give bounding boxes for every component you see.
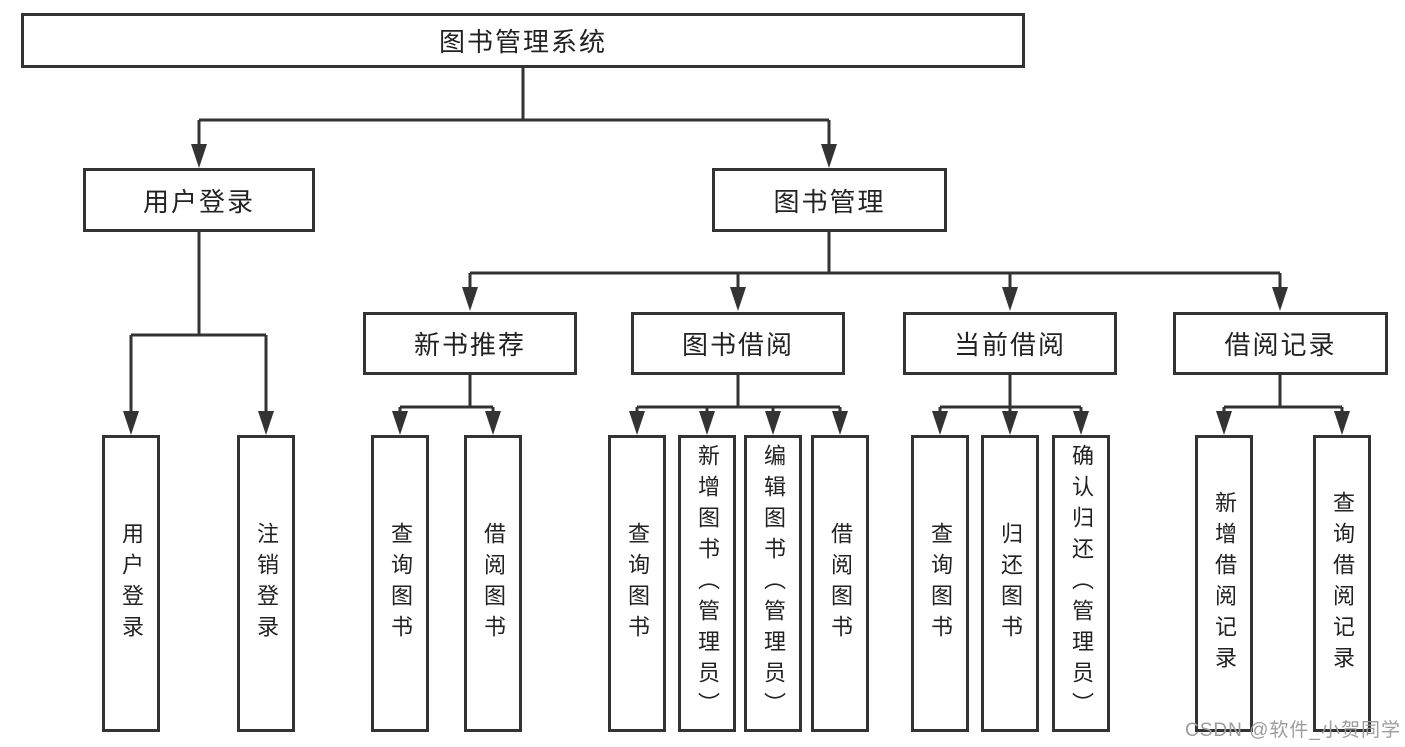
arrow-down-icon — [191, 144, 207, 168]
leaf-label: 新增借阅记录 — [1212, 490, 1237, 677]
leaf-edit-book-admin: 编辑图书（管理员） — [744, 435, 802, 732]
leaf-label: 编辑图书（管理员） — [761, 444, 786, 723]
csdn-watermark: CSDN @软件_小贺同学 — [1185, 720, 1401, 741]
arrow-down-icon — [485, 411, 501, 435]
leaf-label: 查询借阅记录 — [1330, 490, 1355, 677]
node-borrow-record-label: 借阅记录 — [1224, 330, 1337, 360]
leaf-borrow-book-2: 借阅图书 — [811, 435, 869, 732]
leaf-query-book-1: 查询图书 — [371, 435, 429, 732]
node-user-login-label: 用户登录 — [142, 186, 255, 217]
node-root: 图书管理系统 — [21, 13, 1025, 68]
node-new-book-recommend: 新书推荐 — [363, 312, 577, 375]
node-user-login: 用户登录 — [83, 168, 315, 232]
leaf-label: 用户登录 — [119, 521, 144, 646]
node-book-management: 图书管理 — [712, 168, 947, 232]
arrow-down-icon — [123, 411, 139, 435]
arrow-down-icon — [1002, 411, 1018, 435]
leaf-label: 新增图书（管理员） — [695, 444, 720, 723]
leaf-label: 注销登录 — [254, 521, 279, 646]
arrow-down-icon — [1002, 287, 1018, 311]
arrow-down-icon — [821, 144, 837, 168]
arrow-down-icon — [1216, 411, 1232, 435]
leaf-label: 查询图书 — [928, 521, 953, 646]
leaf-label: 归还图书 — [998, 521, 1023, 646]
node-book-borrow: 图书借阅 — [631, 312, 845, 375]
leaf-label: 借阅图书 — [828, 521, 853, 646]
arrow-down-icon — [730, 287, 746, 311]
arrow-down-icon — [1073, 411, 1089, 435]
node-current-borrow: 当前借阅 — [903, 312, 1117, 375]
leaf-label: 借阅图书 — [481, 521, 506, 646]
leaf-query-book-3: 查询图书 — [911, 435, 969, 732]
leaf-label: 确认归还（管理员） — [1069, 444, 1094, 723]
arrow-down-icon — [392, 411, 408, 435]
arrow-down-icon — [629, 411, 645, 435]
arrow-down-icon — [699, 411, 715, 435]
arrow-down-icon — [932, 411, 948, 435]
node-new-book-recommend-label: 新书推荐 — [413, 330, 526, 360]
leaf-add-borrow-record: 新增借阅记录 — [1195, 435, 1253, 732]
leaf-query-book-2: 查询图书 — [608, 435, 666, 732]
leaf-label: 查询图书 — [625, 521, 650, 646]
leaf-return-book: 归还图书 — [981, 435, 1039, 732]
node-book-management-label: 图书管理 — [773, 186, 886, 217]
leaf-confirm-return-admin: 确认归还（管理员） — [1052, 435, 1110, 732]
arrowheads-group — [123, 144, 1350, 435]
arrow-down-icon — [258, 411, 274, 435]
leaf-query-borrow-record: 查询借阅记录 — [1313, 435, 1371, 732]
leaf-borrow-book-1: 借阅图书 — [464, 435, 522, 732]
leaf-logout: 注销登录 — [237, 435, 295, 732]
arrow-down-icon — [832, 411, 848, 435]
node-current-borrow-label: 当前借阅 — [953, 330, 1066, 360]
arrow-down-icon — [1272, 287, 1288, 311]
leaf-label: 查询图书 — [388, 521, 413, 646]
arrow-down-icon — [765, 411, 781, 435]
node-root-label: 图书管理系统 — [438, 27, 607, 57]
node-borrow-record: 借阅记录 — [1173, 312, 1388, 375]
node-book-borrow-label: 图书借阅 — [681, 330, 794, 360]
arrow-down-icon — [462, 287, 478, 311]
leaf-user-login: 用户登录 — [102, 435, 160, 732]
leaf-add-book-admin: 新增图书（管理员） — [678, 435, 736, 732]
arrow-down-icon — [1334, 411, 1350, 435]
